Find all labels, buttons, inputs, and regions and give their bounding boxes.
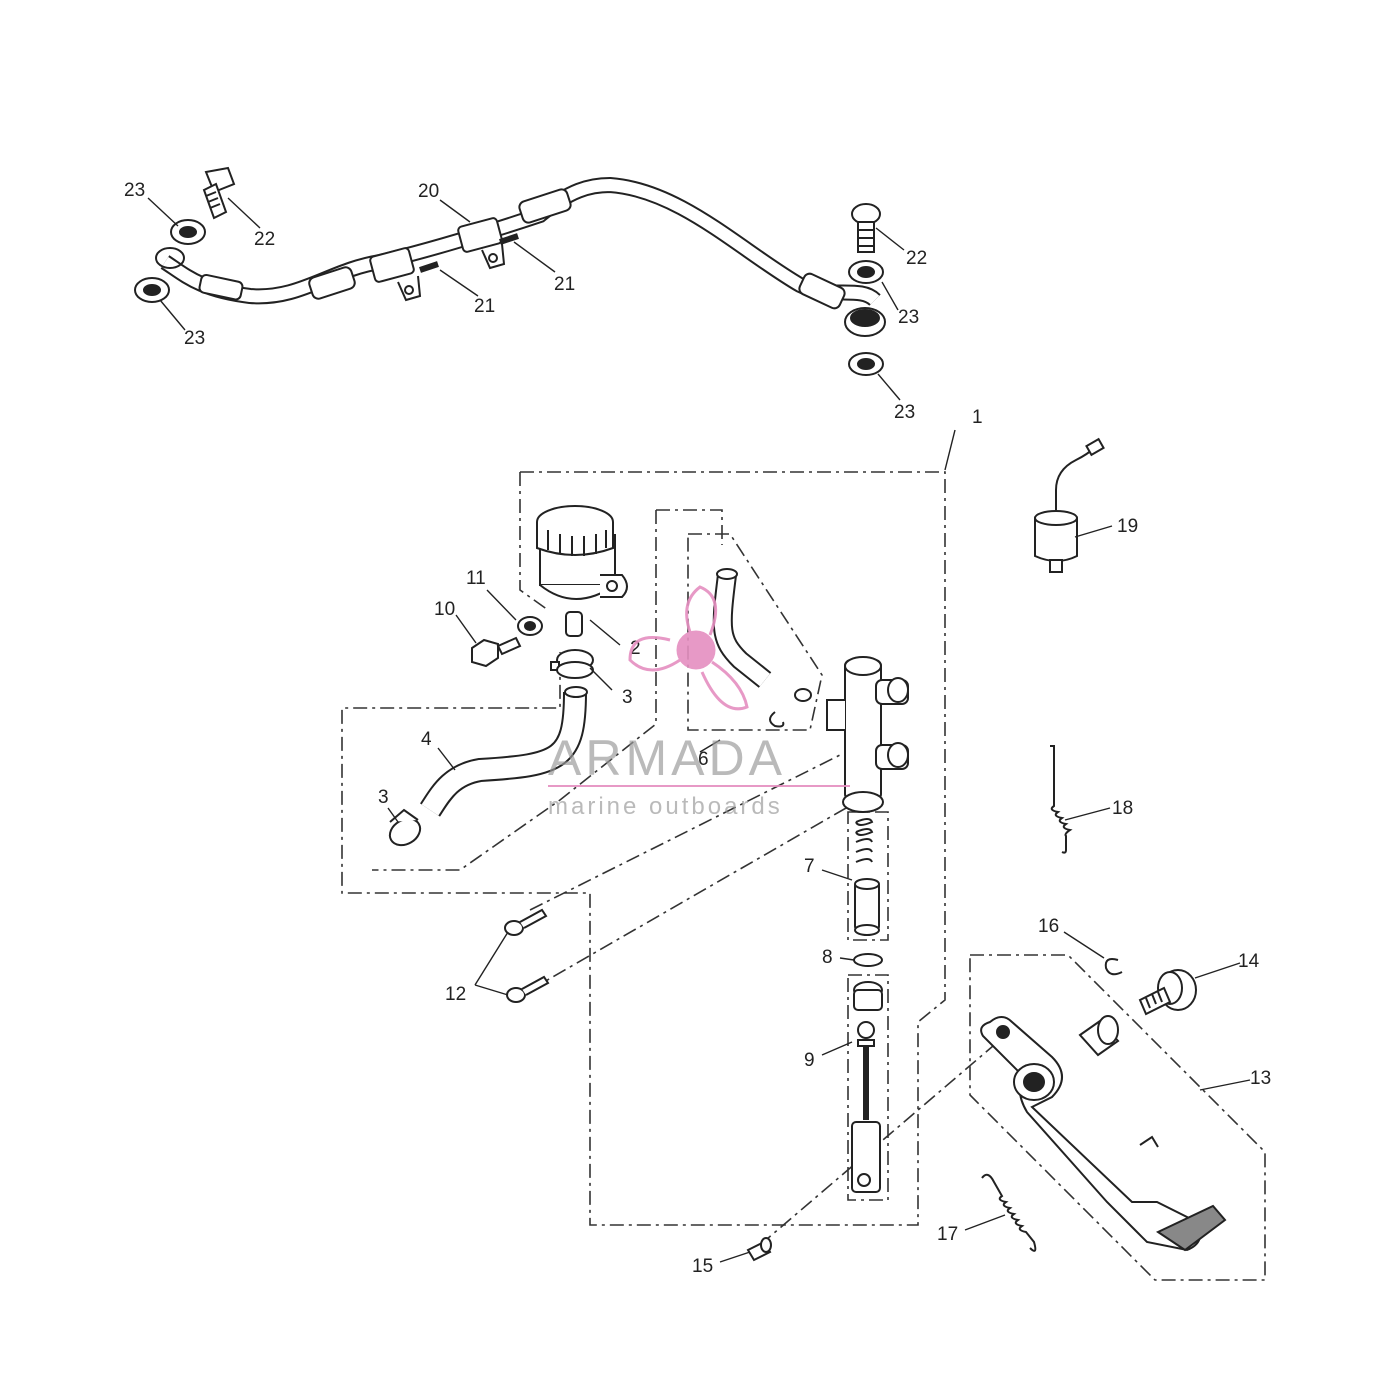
callout-22: 22 [906,248,927,269]
callout-2: 2 [630,638,641,659]
watermark: ARMADA marine outboards [548,585,850,820]
watermark-brand: ARMADA [548,730,786,786]
callout-21: 21 [554,274,575,295]
pushrod [851,981,883,1193]
reservoir-hose [419,686,588,817]
callout-1: 1 [972,407,983,428]
callout-18: 18 [1112,798,1133,819]
callout-13: 13 [1250,1068,1271,1089]
banjo-bolt [202,166,881,253]
bolt-and-washer [471,616,543,668]
propeller-logo-icon [628,585,749,711]
callout-20: 20 [418,181,439,202]
leader-lines [147,197,1251,1263]
callout-17: 17 [937,1224,958,1245]
callout-4: 4 [421,729,432,750]
callout-14: 14 [1238,951,1260,972]
hose-clamp [388,649,594,847]
callout-3: 3 [378,787,389,808]
callout-23: 23 [894,402,915,423]
watermark-tagline: marine outboards [548,793,783,820]
springs [981,745,1073,1252]
washer-banjo [134,219,884,376]
callout-10: 10 [434,599,455,620]
o-ring [853,953,883,967]
callout-8: 8 [822,947,833,968]
callout-7: 7 [804,856,815,877]
callout-23: 23 [124,180,145,201]
callout-3: 3 [622,687,633,708]
clevis-pin [746,1237,772,1262]
callout-19: 19 [1117,516,1138,537]
assembly-outline [341,471,1266,1281]
callout-21: 21 [474,296,495,317]
callout-11: 11 [466,568,486,589]
brake-pedal [980,1016,1227,1252]
callout-16: 16 [1038,916,1059,937]
reservoir [536,505,628,637]
pedal-pivot [1078,958,1197,1057]
union-pipe [712,568,812,728]
callout-23: 23 [898,307,919,328]
callout-22: 22 [254,229,275,250]
brake-hose [155,176,886,337]
brake-light-switch [1034,437,1105,573]
callout-6: 6 [698,749,709,770]
callout-23: 23 [184,328,205,349]
callout-12: 12 [445,984,466,1005]
piston-kit [854,818,880,936]
master-cylinder [826,656,909,813]
callout-15: 15 [692,1256,713,1277]
callout-9: 9 [804,1050,815,1071]
callouts: 1 2 3 3 4 6 7 8 9 10 11 12 13 14 15 16 1… [124,180,1271,1277]
mount-bolts [504,908,550,1003]
